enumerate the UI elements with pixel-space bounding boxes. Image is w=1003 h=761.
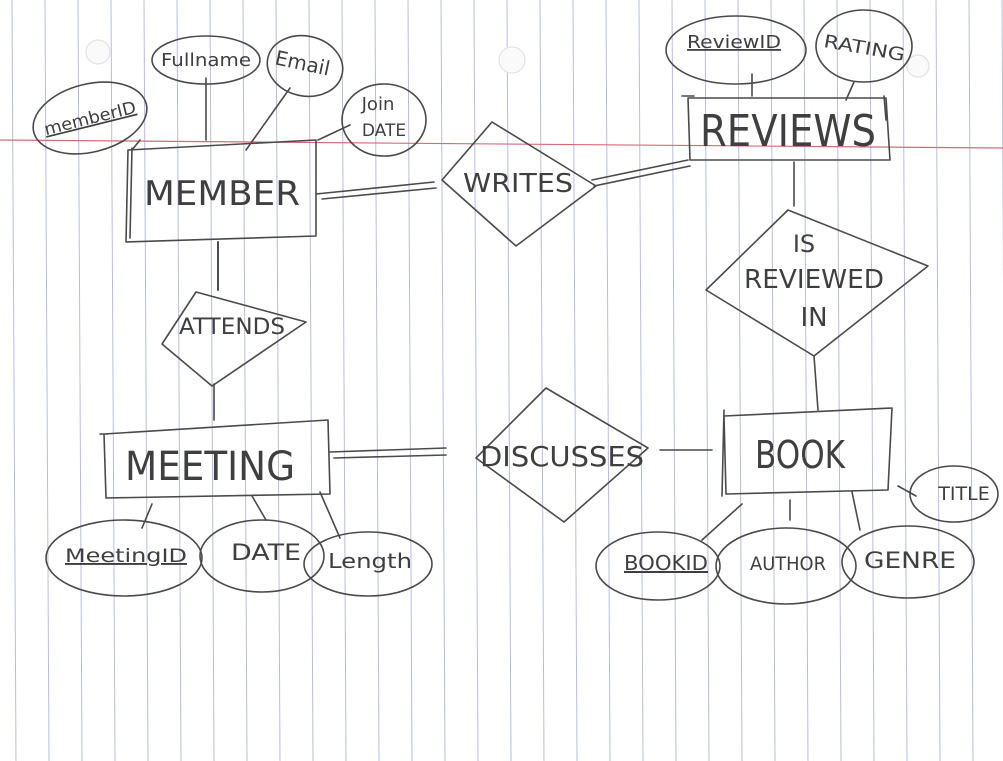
ruled-line xyxy=(209,0,215,761)
ruled-line xyxy=(539,0,545,761)
attribute-book-id: BOOKID xyxy=(595,531,721,601)
attribute-author: AUTHOR xyxy=(715,527,857,605)
attribute-fullname: Fullname xyxy=(151,35,261,85)
attribute-join-date: Join DATE xyxy=(341,83,427,157)
ruled-line xyxy=(704,0,710,761)
attribute-genre: GENRE xyxy=(841,525,975,599)
ruled-lines xyxy=(11,0,1003,761)
relationship-is-reviewed-in-line3: IN xyxy=(800,303,827,333)
ruled-line xyxy=(374,0,380,761)
ruled-line xyxy=(506,0,512,761)
ruled-line xyxy=(572,0,578,761)
ruled-line xyxy=(440,0,446,761)
ruled-line xyxy=(44,0,50,761)
attribute-review-id: ReviewID xyxy=(665,15,807,85)
entity-reviews-label: REVIEWS xyxy=(700,106,876,157)
entity-member: MEMBER xyxy=(125,139,317,243)
attribute-member-id: memberID xyxy=(32,81,148,155)
ruled-line xyxy=(869,0,875,761)
relationship-is-reviewed-in-line1: IS xyxy=(793,230,815,258)
ruled-line xyxy=(308,0,314,761)
ruled-line xyxy=(242,0,248,761)
ruled-line xyxy=(110,0,116,761)
relationship-writes: WRITES xyxy=(441,121,597,247)
attribute-author-label: AUTHOR xyxy=(750,553,826,575)
relationship-is-reviewed-in-line2: REVIEWED xyxy=(744,265,884,295)
relationship-attends: ATTENDS xyxy=(161,291,307,387)
ruled-line xyxy=(638,0,644,761)
attribute-join-date-line2: DATE xyxy=(362,121,406,141)
attribute-genre-label: GENRE xyxy=(864,549,956,574)
attribute-email: Email xyxy=(266,34,344,98)
attribute-join-date-line1: Join xyxy=(361,94,395,115)
attribute-meeting-id-label: MeetingID xyxy=(65,545,187,567)
ruled-line xyxy=(803,0,809,761)
relationship-discusses-label: DISCUSSES xyxy=(480,440,644,473)
ruled-line xyxy=(605,0,611,761)
ruled-line xyxy=(671,0,677,761)
attribute-length: Length xyxy=(303,531,433,597)
attribute-rating: RATING xyxy=(815,9,913,83)
attribute-rating-label: RATING xyxy=(822,31,906,66)
attribute-meeting-date: DATE xyxy=(199,519,325,593)
attribute-title-label: TITLE xyxy=(937,483,989,505)
attribute-member-id-label: memberID xyxy=(42,98,138,140)
entity-book-label: BOOK xyxy=(755,433,846,477)
ruled-line xyxy=(143,0,149,761)
attribute-review-id-label: ReviewID xyxy=(687,32,781,53)
entity-member-label: MEMBER xyxy=(144,174,300,214)
attribute-meeting-date-label: DATE xyxy=(231,541,301,566)
relationship-attends-label: ATTENDS xyxy=(179,315,285,340)
ruled-line xyxy=(935,0,941,761)
ruled-line xyxy=(737,0,743,761)
attribute-title: TITLE xyxy=(909,465,999,523)
entity-meeting-label: MEETING xyxy=(125,444,295,490)
relationship-discusses: DISCUSSES xyxy=(475,387,649,523)
ruled-line xyxy=(902,0,908,761)
attribute-email-label: Email xyxy=(273,46,332,81)
entity-meeting: MEETING xyxy=(99,419,331,499)
connector-lines xyxy=(131,73,917,541)
binder-hole xyxy=(498,46,526,74)
ruled-line xyxy=(473,0,479,761)
attribute-book-id-label: BOOKID xyxy=(624,551,708,575)
entity-book: BOOK xyxy=(721,407,893,497)
ruled-line xyxy=(770,0,776,761)
relationship-is-reviewed-in: IS REVIEWED IN xyxy=(705,209,929,357)
ruled-line xyxy=(407,0,413,761)
binder-hole xyxy=(85,39,111,65)
ruled-line xyxy=(275,0,281,761)
binder-hole xyxy=(906,54,930,78)
relationship-writes-label: WRITES xyxy=(463,169,573,199)
attribute-fullname-label: Fullname xyxy=(161,50,251,71)
ruled-line xyxy=(77,0,83,761)
attribute-meeting-id: MeetingID xyxy=(45,519,203,597)
attribute-length-label: Length xyxy=(328,549,412,573)
ruled-line xyxy=(176,0,182,761)
entity-reviews: REVIEWS xyxy=(681,95,891,161)
margin-line xyxy=(0,139,1003,149)
ruled-line xyxy=(836,0,842,761)
ruled-line xyxy=(968,0,974,761)
ruled-line xyxy=(11,0,17,761)
